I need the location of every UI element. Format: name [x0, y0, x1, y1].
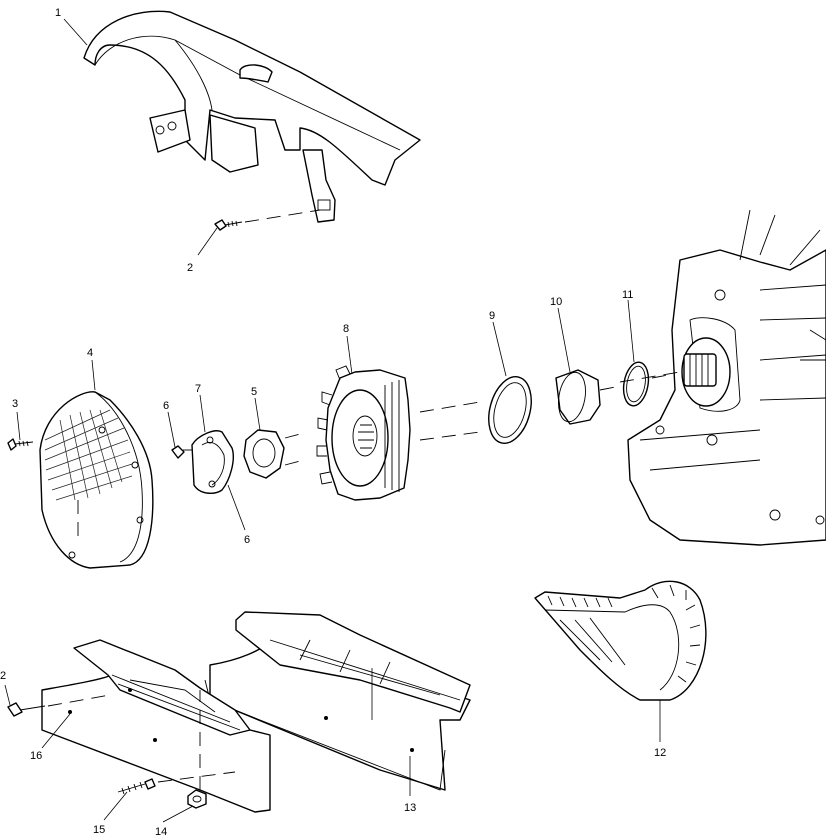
callout-9: 9: [489, 310, 495, 322]
o-ring: [622, 361, 669, 407]
callout-12: 12: [654, 747, 666, 759]
callout-16: 16: [30, 750, 42, 762]
bearing-ring: [488, 376, 532, 444]
callout-11: 11: [622, 289, 633, 301]
callout-5: 5: [251, 386, 257, 398]
callout-4: 4: [87, 347, 93, 359]
drive-belt: [534, 580, 707, 701]
callout-2-upper: 2: [187, 262, 193, 274]
callout-3: 3: [12, 398, 18, 410]
drive-sprocket: [316, 365, 481, 501]
lower-guard-right: [204, 611, 471, 791]
cover-screw: [7, 438, 34, 451]
callout-8: 8: [343, 323, 349, 335]
screw-lower: [7, 694, 111, 717]
flange-nut: [187, 690, 207, 809]
upper-belt-guard: [83, 10, 421, 223]
callout-2-lower: 2: [0, 670, 6, 682]
long-bolt: [117, 771, 236, 795]
callout-labels: 1 2 2 3 4 5 6 6 7 8 9 10 11 12 13 14 15 …: [0, 7, 666, 836]
leader-lines: [4, 18, 661, 823]
hex-nut: [243, 429, 301, 479]
callout-1: 1: [55, 7, 61, 19]
bearing: [555, 369, 621, 425]
shaft-centerline: [619, 371, 681, 383]
screw-upper: [214, 209, 321, 231]
engine-case: [627, 209, 826, 546]
front-cover: [39, 391, 154, 569]
callout-13: 13: [404, 802, 416, 814]
callout-6-upper: 6: [163, 400, 169, 412]
lower-guard-left: [41, 639, 271, 813]
callout-14: 14: [155, 826, 167, 836]
callout-15: 15: [93, 824, 105, 836]
retainer-plate: [171, 430, 234, 494]
callout-6-lower: 6: [244, 534, 250, 546]
callout-10: 10: [550, 296, 562, 308]
callout-7: 7: [195, 383, 201, 395]
